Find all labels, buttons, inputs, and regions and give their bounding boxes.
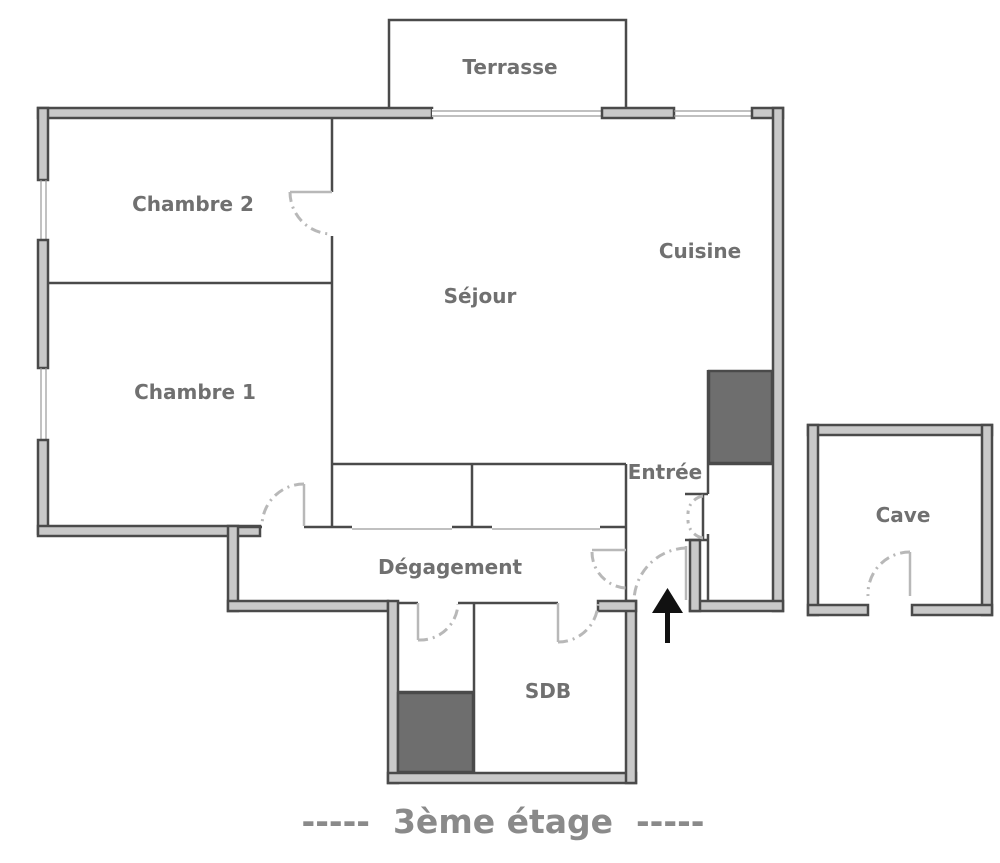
room-label-entree: Entrée <box>628 460 702 484</box>
terrasse-outline <box>387 18 628 110</box>
room-label-sejour: Séjour <box>444 284 517 308</box>
sdb-closet <box>396 691 475 774</box>
room-label-chambre-1: Chambre 1 <box>134 380 256 404</box>
entrance-arrow-icon <box>652 588 683 643</box>
room-label-cave: Cave <box>876 503 931 527</box>
kitchen-cabinet <box>707 369 774 465</box>
outer-walls <box>36 106 785 785</box>
cave-walls <box>806 423 994 617</box>
interior-walls <box>48 118 773 773</box>
room-label-cuisine: Cuisine <box>659 239 741 263</box>
room-label-chambre-2: Chambre 2 <box>132 192 254 216</box>
room-label-degagement: Dégagement <box>378 555 523 579</box>
room-label-sdb: SDB <box>525 679 571 703</box>
doors <box>260 190 704 644</box>
floor-label: ----- 3ème étage ----- <box>302 802 705 841</box>
room-label-terrasse: Terrasse <box>462 55 557 79</box>
